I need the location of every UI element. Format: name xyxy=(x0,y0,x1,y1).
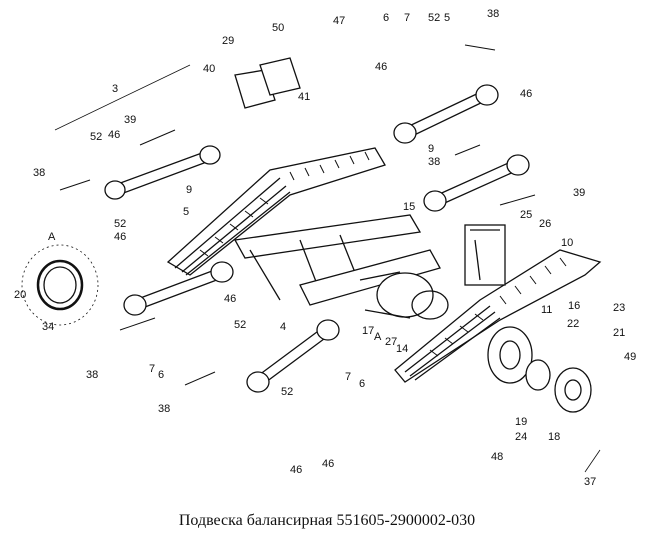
callout-label: 25 xyxy=(520,209,532,221)
callout-label: 6 xyxy=(158,369,164,381)
callout-label: 20 xyxy=(14,289,26,301)
callout-label: 3 xyxy=(112,83,118,95)
callout-label: 4 xyxy=(280,321,286,333)
callout-label: 16 xyxy=(568,300,580,312)
bolts xyxy=(59,44,536,386)
callout-label: 49 xyxy=(624,351,636,363)
callout-label: 11 xyxy=(541,304,552,316)
callout-label: 7 xyxy=(345,371,351,383)
callout-label: A xyxy=(374,331,382,343)
callout-label: 34 xyxy=(42,321,54,333)
callout-label: 38 xyxy=(158,403,170,415)
callout-label: 10 xyxy=(561,237,573,249)
callout-label: 26 xyxy=(539,218,551,230)
callout-label: 39 xyxy=(124,114,136,126)
callout-label: 38 xyxy=(33,167,45,179)
callout-label: 9 xyxy=(186,184,192,196)
callout-label: 24 xyxy=(515,431,527,443)
callout-label: 48 xyxy=(491,451,503,463)
callout-label: 22 xyxy=(567,318,579,330)
callout-label: 46 xyxy=(520,88,532,100)
callout-label: 21 xyxy=(613,327,625,339)
callout-label: 19 xyxy=(515,416,527,428)
spring-seat-bracket xyxy=(234,57,301,109)
callout-label: 52 xyxy=(234,319,246,331)
callout-label: 7 xyxy=(149,363,155,375)
callout-label: 47 xyxy=(333,15,345,27)
wheel-hub xyxy=(487,326,592,413)
callout-label: 6 xyxy=(359,378,365,390)
callout-label: 15 xyxy=(403,201,415,213)
reaction-rods xyxy=(104,84,530,393)
callout-label: 38 xyxy=(428,156,440,168)
callout-label: 6 xyxy=(383,12,389,24)
callout-label: 46 xyxy=(114,231,126,243)
callout-label: 52 xyxy=(428,12,440,24)
callout-label: A xyxy=(48,231,56,243)
callout-label: 38 xyxy=(86,369,98,381)
callout-label: 5 xyxy=(444,12,450,24)
callout-label: 17 xyxy=(362,325,374,337)
callout-label: 9 xyxy=(428,143,434,155)
callout-label: 29 xyxy=(222,35,234,47)
callout-label: 41 xyxy=(298,91,310,103)
callout-label: 52 xyxy=(114,218,126,230)
callout-label: 37 xyxy=(584,476,596,488)
callout-label: 46 xyxy=(290,464,302,476)
callout-label: 40 xyxy=(203,63,215,75)
callout-label: 46 xyxy=(375,61,387,73)
callout-label: 52 xyxy=(90,131,102,143)
right-leaf-spring xyxy=(394,249,602,383)
callout-label: 52 xyxy=(281,386,293,398)
diagram-caption: Подвеска балансирная 551605-2900002-030 xyxy=(178,512,476,529)
left-leaf-spring xyxy=(166,147,386,276)
callout-label: 7 xyxy=(404,12,410,24)
callout-label: 38 xyxy=(487,8,499,20)
callout-label: 50 xyxy=(272,22,284,34)
leader-lines xyxy=(54,64,601,473)
callout-label: 27 xyxy=(385,336,397,348)
callout-label: 46 xyxy=(322,458,334,470)
callout-label: 23 xyxy=(613,302,625,314)
detail-a-ring xyxy=(21,244,99,326)
callout-label: 14 xyxy=(396,343,408,355)
callout-label: 46 xyxy=(224,293,236,305)
callout-label: 39 xyxy=(573,187,585,199)
central-axle-assembly xyxy=(233,214,506,320)
callout-label: 5 xyxy=(183,206,189,218)
callout-label: 46 xyxy=(108,129,120,141)
callout-label: 18 xyxy=(548,431,560,443)
